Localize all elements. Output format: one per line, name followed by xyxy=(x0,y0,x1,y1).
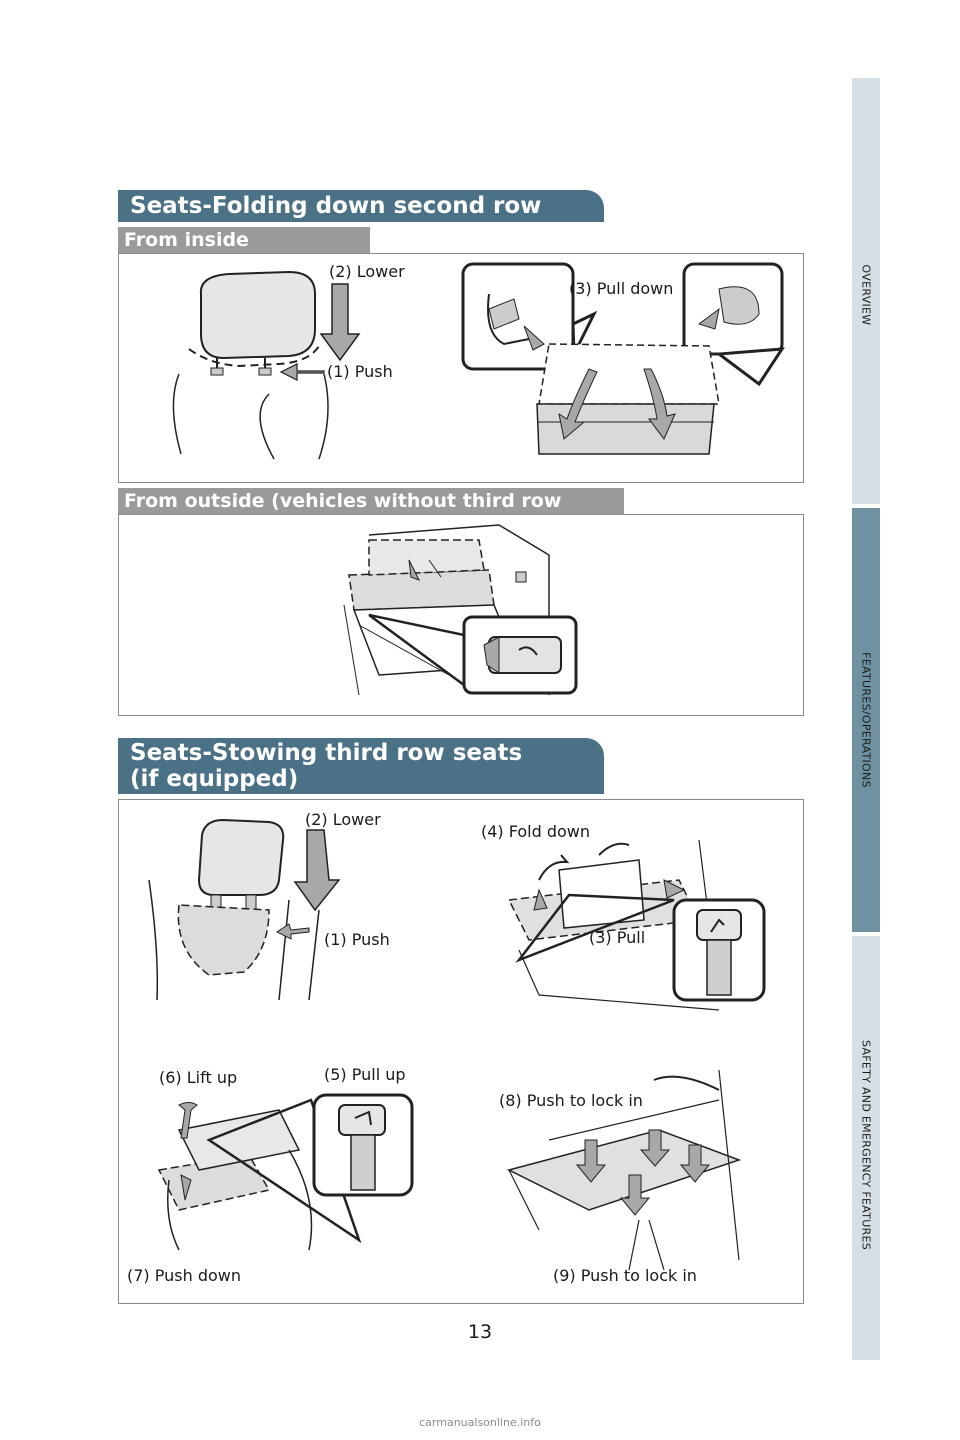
side-tab-safety-label: SAFETY AND EMERGENCY FEATURES xyxy=(859,1039,873,1251)
from-inside-heading: From inside xyxy=(118,227,370,253)
label-push-down: (7) Push down xyxy=(127,1266,241,1285)
label-pull-up: (5) Pull up xyxy=(324,1065,406,1084)
side-tab-overview-label: OVERVIEW xyxy=(859,264,873,326)
side-tab-safety[interactable] xyxy=(852,936,880,1360)
section-stowing-title-line1: Seats-Stowing third row seats xyxy=(130,740,523,766)
footer-watermark: carmanualsonline.info xyxy=(419,1416,541,1429)
page-number: 13 xyxy=(467,1321,493,1343)
label-push-2: (1) Push xyxy=(324,930,390,949)
from-inside-panel: (2) Lower (1) Push (3) Pull down xyxy=(118,253,804,483)
headrest-illustration xyxy=(172,262,785,460)
label-fold-down: (4) Fold down xyxy=(481,822,591,841)
section-folding-title: Seats-Folding down second row seats xyxy=(118,190,604,251)
label-lift-up: (6) Lift up xyxy=(159,1068,238,1087)
label-push-lock-8: (8) Push to lock in xyxy=(499,1091,643,1110)
side-tab-features[interactable] xyxy=(852,508,880,932)
label-lower: (2) Lower xyxy=(329,262,405,281)
side-tab-features-label: FEATURES/OPERATIONS xyxy=(859,652,873,788)
label-pull: (3) Pull xyxy=(589,928,646,947)
section-stowing-title-line2: (if equipped) xyxy=(130,766,299,792)
from-outside-panel xyxy=(118,514,804,716)
stowing-panel: (2) Lower (1) Push (4) Fold down (3) Pul… xyxy=(118,799,804,1304)
label-push: (1) Push xyxy=(327,362,393,381)
stowing-illustrations xyxy=(148,818,766,1271)
label-pull-down: (3) Pull down xyxy=(569,279,674,298)
cargo-area-illustration xyxy=(343,524,578,696)
label-push-lock-9: (9) Push to lock in xyxy=(553,1266,697,1285)
label-lower-2: (2) Lower xyxy=(305,810,381,829)
section-stowing-title: Seats-Stowing third row seats (if equipp… xyxy=(118,738,604,794)
side-tab-overview[interactable] xyxy=(852,78,880,504)
